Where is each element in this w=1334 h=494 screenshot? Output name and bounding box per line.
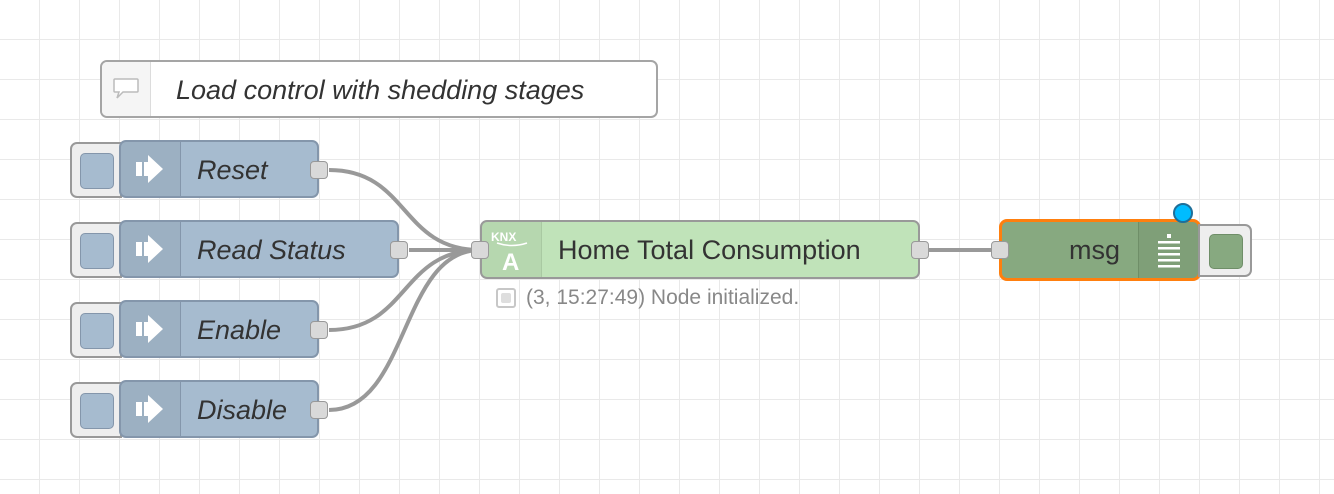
inject-label: Reset: [197, 155, 268, 185]
inject-node-enable[interactable]: Enable: [119, 300, 319, 358]
inject-label: Read Status: [197, 235, 346, 265]
inject-button-enable[interactable]: [70, 302, 122, 358]
inject-node-read-status[interactable]: Read Status: [119, 220, 399, 278]
inject-button-disable[interactable]: [70, 382, 122, 438]
knx-node-label: Home Total Consumption: [558, 235, 861, 265]
inject-button-reset[interactable]: [70, 142, 122, 198]
debug-icon-cell: [1138, 222, 1198, 278]
inject-node-disable[interactable]: Disable: [119, 380, 319, 438]
inject-icon-cell: [121, 222, 181, 276]
knx-icon-letter: A: [502, 249, 519, 272]
speech-bubble-icon: [113, 78, 139, 99]
node-changed-indicator: [1173, 203, 1193, 223]
debug-toggle-button[interactable]: [1198, 224, 1252, 277]
inject-label: Disable: [197, 395, 288, 425]
output-port-read-status[interactable]: [390, 241, 408, 259]
comment-icon-cell: [102, 62, 151, 116]
output-port-enable[interactable]: [310, 321, 328, 339]
inject-icon-cell: [121, 302, 181, 356]
output-port-reset[interactable]: [310, 161, 328, 179]
input-port-debug[interactable]: [991, 241, 1009, 259]
wire-disable-to-knx[interactable]: [328, 248, 481, 412]
inject-button-read-status[interactable]: [70, 222, 122, 278]
knx-icon-cell: KNX A: [482, 222, 542, 277]
debug-node-label: msg: [1068, 235, 1120, 265]
arrow-right-icon: [136, 395, 163, 423]
knx-icon-text: KNX: [491, 230, 516, 244]
input-port-knx[interactable]: [471, 241, 489, 259]
debug-node-msg[interactable]: msg: [999, 219, 1201, 281]
inject-icon-cell: [121, 382, 181, 436]
knx-icon: KNX A: [491, 230, 528, 272]
inject-icon-cell: [121, 142, 181, 196]
comment-label: Load control with shedding stages: [176, 75, 585, 105]
inject-label: Enable: [197, 315, 282, 345]
arrow-right-icon: [136, 235, 163, 263]
wire-reset-to-knx[interactable]: [328, 168, 481, 252]
output-port-disable[interactable]: [310, 401, 328, 419]
status-indicator-icon: [496, 288, 516, 308]
knx-node-home-total-consumption[interactable]: KNX A Home Total Consumption: [480, 220, 920, 279]
inject-node-reset[interactable]: Reset: [119, 140, 319, 198]
output-port-knx[interactable]: [911, 241, 929, 259]
wire-enable-to-knx[interactable]: [328, 248, 481, 332]
knx-node-status-text: (3, 15:27:49) Node initialized.: [526, 286, 800, 309]
comment-node[interactable]: Load control with shedding stages: [100, 60, 658, 118]
arrow-right-icon: [136, 315, 163, 343]
list-lines-icon: [1158, 234, 1180, 268]
arrow-right-icon: [136, 155, 163, 183]
